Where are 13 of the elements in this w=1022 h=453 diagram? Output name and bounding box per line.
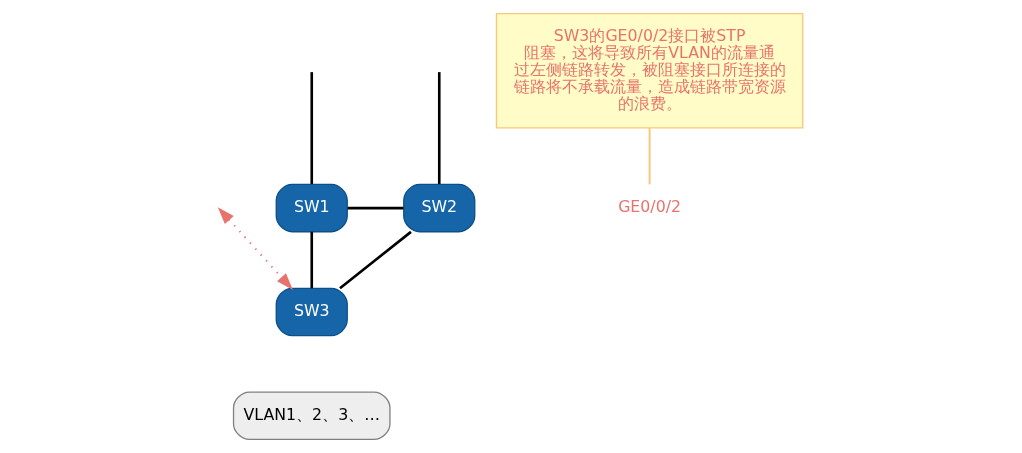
node-box: SW1	[275, 183, 348, 233]
connector	[347, 206, 404, 210]
connector	[310, 231, 314, 289]
node-box: SW3的GE0/0/2接口被STP阻塞，这将导致所有VLAN的流量通过左侧链路转发，被阻塞接口所连接的链路将不承载流量，造成链路带宽资源的浪费。	[495, 12, 804, 129]
connector	[648, 127, 651, 186]
node-text: GE0/0/2	[618, 197, 682, 217]
node-box: VLAN1、2、3、…	[232, 391, 391, 441]
node-box: SW3	[275, 287, 348, 337]
connector	[339, 230, 412, 290]
connector	[310, 72, 314, 184]
connector	[437, 72, 441, 184]
arrow	[217, 207, 293, 290]
node-box: SW2	[403, 183, 476, 233]
